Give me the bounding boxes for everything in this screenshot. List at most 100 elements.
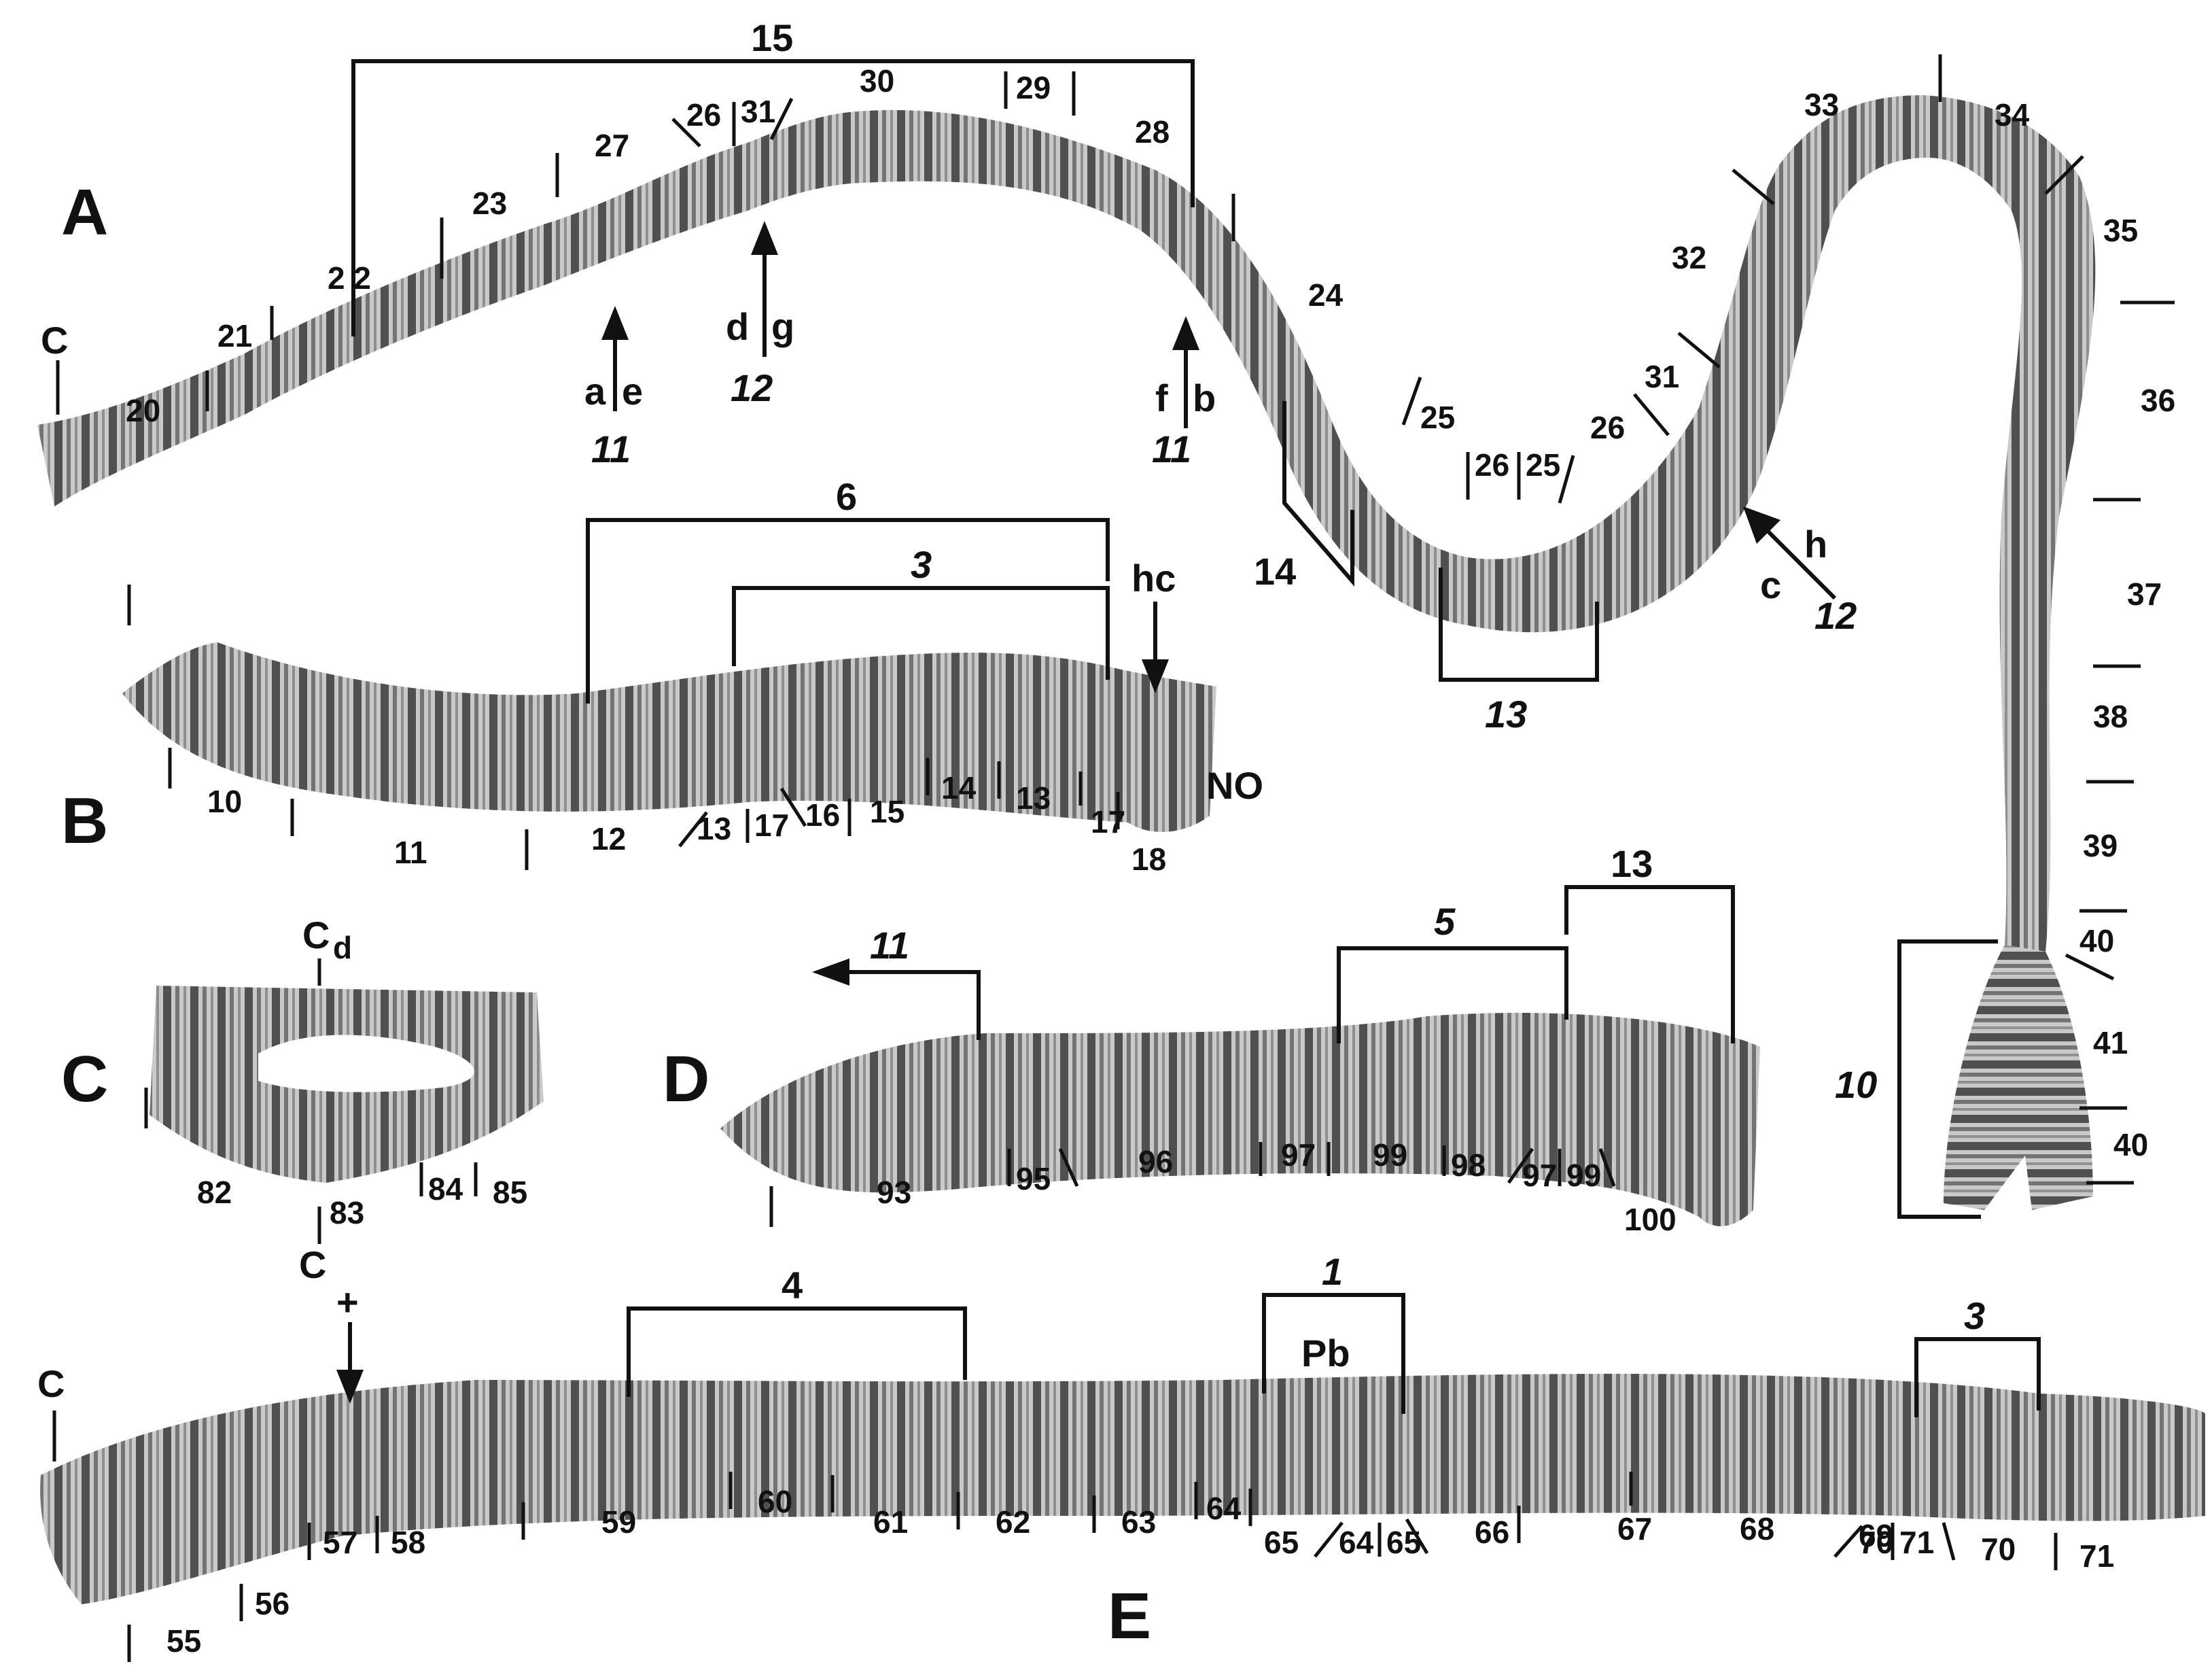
arrow-letter-b: b xyxy=(1193,377,1216,419)
arrow-hc: hc xyxy=(1131,557,1176,693)
band-label: 65 xyxy=(1386,1525,1421,1560)
cd-subscript: d xyxy=(333,930,352,965)
band-label: 65 xyxy=(1264,1525,1299,1560)
chromosome-c-gap xyxy=(258,1035,474,1092)
bracket-label-4: 4 xyxy=(782,1264,803,1306)
bracket-6 xyxy=(586,518,1110,704)
band-label: 26 xyxy=(686,97,721,133)
band-ticks-d xyxy=(769,1142,1616,1227)
arrow-letter-e: e xyxy=(622,370,643,413)
band-label: 30 xyxy=(860,63,894,99)
band-label: 24 xyxy=(1308,277,1344,313)
band-labels-b: 10 11 12 13 17 16 15 14 13 17 18 xyxy=(207,770,1166,877)
arrow-num-11b: 11 xyxy=(1152,428,1191,470)
band-label: 58 xyxy=(391,1525,425,1560)
arrow-ae-11: a e 11 xyxy=(584,306,643,470)
arrow-num-11: 11 xyxy=(591,428,631,470)
arrow-letter-f: f xyxy=(1155,377,1168,419)
bracket-label-3b: 3 xyxy=(911,543,932,586)
pb-label: Pb xyxy=(1301,1332,1350,1374)
panel-label-c: C xyxy=(61,1043,108,1115)
band-label: 26 xyxy=(1590,410,1625,445)
band-label: 16 xyxy=(805,797,840,833)
band-label: 100 xyxy=(1624,1202,1676,1237)
band-label: 70 xyxy=(1859,1525,1893,1560)
hc-label: hc xyxy=(1131,557,1176,600)
band-label: 61 xyxy=(873,1504,908,1540)
arrow-letter-g: g xyxy=(771,305,794,348)
band-label: 40 xyxy=(2079,923,2114,958)
panel-label-b: B xyxy=(61,784,108,857)
band-labels-a: 20 21 2 2 23 27 26 31 30 29 28 24 25 26 … xyxy=(126,63,2175,1162)
band-label: 12 xyxy=(591,821,626,856)
panel-e: E C + 4 1 Pb 3 55 56 57 58 59 60 61 62 6… xyxy=(37,1250,2206,1662)
arrow-ch-12: c h 12 xyxy=(1743,506,1857,637)
band-label: 35 xyxy=(2103,213,2138,248)
band-label: 39 xyxy=(2083,828,2118,863)
band-label: 21 xyxy=(217,318,252,353)
band-label: 25 xyxy=(1420,400,1455,435)
band-ticks-c xyxy=(144,1088,478,1196)
band-label: 67 xyxy=(1617,1511,1652,1546)
band-label: 10 xyxy=(207,784,242,819)
band-label: 64 xyxy=(1206,1491,1242,1526)
band-label: 59 xyxy=(601,1504,636,1540)
bracket-label-1: 1 xyxy=(1322,1250,1343,1293)
band-label: 99 xyxy=(1373,1137,1407,1173)
arrow-num-12: 12 xyxy=(731,366,773,409)
band-label: 33 xyxy=(1804,87,1839,122)
bracket-4 xyxy=(627,1306,967,1397)
centromere-label-a: C xyxy=(41,319,68,362)
band-label: 97 xyxy=(1522,1158,1557,1193)
band-label: 25 xyxy=(1526,447,1560,483)
band-ticks-a xyxy=(205,54,2175,1185)
band-label: 71 xyxy=(1899,1525,1934,1560)
band-label: 60 xyxy=(758,1484,792,1519)
band-label: 34 xyxy=(1995,97,2030,133)
bracket-13d xyxy=(1564,885,1735,1043)
band-label: 37 xyxy=(2127,576,2162,612)
bracket-label-3e: 3 xyxy=(1964,1294,1985,1337)
band-label: 13 xyxy=(1016,780,1051,816)
band-label: 62 xyxy=(996,1504,1030,1540)
band-ticks-e xyxy=(127,1472,2058,1662)
arrow-dg-12: d g 12 xyxy=(726,221,794,409)
chromosome-a-terminal-fork xyxy=(1944,945,2093,1210)
panel-label-d: D xyxy=(663,1043,709,1115)
band-label: 66 xyxy=(1475,1514,1509,1550)
band-label: 17 xyxy=(1091,804,1125,840)
chromosome-a-arm xyxy=(37,95,2096,952)
arrow-letter-c: c xyxy=(1760,564,1781,606)
bracket-label-10: 10 xyxy=(1835,1063,1877,1106)
band-label: 96 xyxy=(1138,1144,1173,1179)
panel-label-e: E xyxy=(1108,1580,1151,1652)
bracket-label-5: 5 xyxy=(1434,900,1456,943)
chromosome-d xyxy=(720,1013,1760,1226)
panel-c: C C d C 82 83 84 85 xyxy=(61,914,544,1286)
bracket-5 xyxy=(1337,946,1568,1043)
band-labels-d: 93 95 96 97 99 98 97 99 100 xyxy=(877,1137,1676,1237)
band-label: 41 xyxy=(2093,1025,2128,1060)
band-label: 38 xyxy=(2093,699,2128,734)
bracket-1 xyxy=(1262,1293,1405,1414)
band-label: 20 xyxy=(126,393,160,428)
band-label: 56 xyxy=(255,1586,289,1621)
bracket-label-6: 6 xyxy=(836,475,857,518)
band-label: 36 xyxy=(2141,383,2175,418)
band-label: 32 xyxy=(1672,240,1706,275)
arrow-d-label: 11 xyxy=(870,924,909,967)
bracket-15 xyxy=(351,59,1195,336)
band-label: 99 xyxy=(1566,1158,1601,1193)
band-labels-c: 82 83 84 85 xyxy=(197,1171,527,1230)
panel-a: A C 20 21 2 2 23 27 26 31 30 29 28 24 25… xyxy=(37,16,2175,1219)
band-label: 55 xyxy=(166,1623,201,1659)
band-label: 17 xyxy=(754,808,789,843)
band-label: 93 xyxy=(877,1175,911,1210)
cd-label: C xyxy=(302,914,330,956)
band-label: 83 xyxy=(330,1195,364,1230)
panel-b: B 10 11 12 13 17 16 15 14 13 17 18 xyxy=(61,475,1263,877)
band-label: 11 xyxy=(394,835,427,870)
bracket-label-13a: 13 xyxy=(1485,693,1527,735)
band-label: 2 2 xyxy=(328,260,371,296)
band-ticks-b xyxy=(168,748,1120,870)
